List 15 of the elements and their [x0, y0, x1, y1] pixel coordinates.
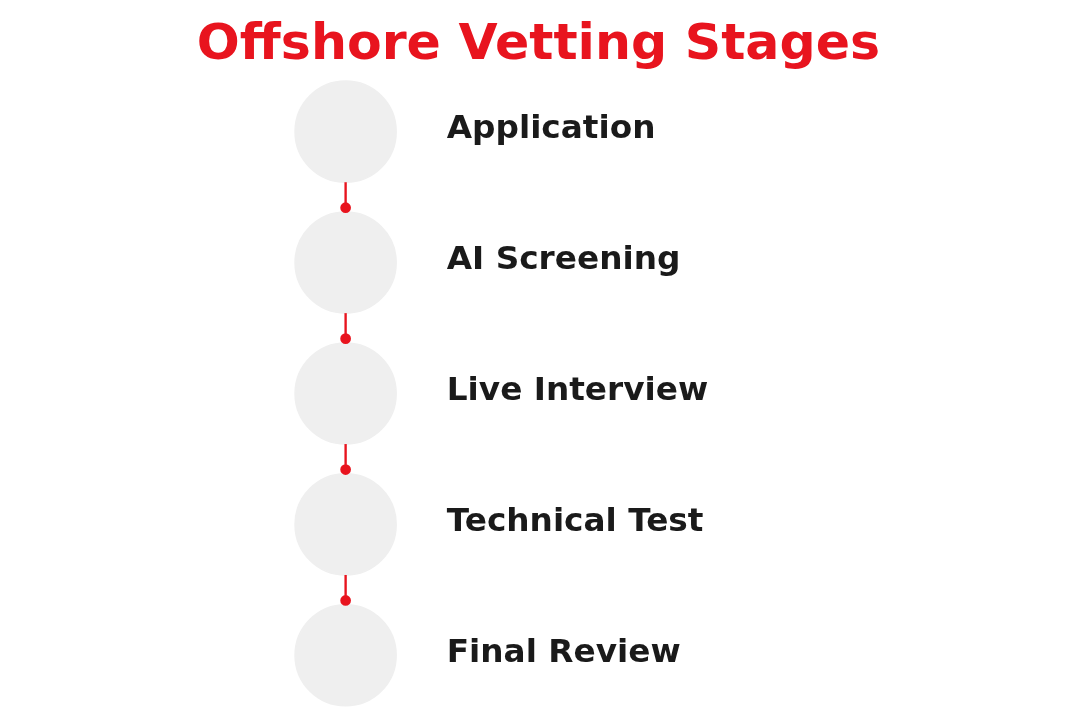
node-circle	[293, 80, 397, 183]
connector	[339, 574, 351, 606]
node-circle	[293, 473, 397, 576]
node-label: Final Review	[446, 632, 681, 671]
node-circle	[293, 342, 397, 445]
connector	[339, 444, 351, 475]
node-label: Application	[446, 108, 655, 147]
diagram-title: Offshore Vetting Stages	[196, 12, 880, 72]
connector	[339, 182, 351, 214]
connector	[339, 313, 351, 344]
node-label: Technical Test	[446, 501, 703, 540]
node-circle	[293, 211, 397, 314]
node-circle	[293, 603, 397, 707]
node-label: Live Interview	[446, 370, 708, 409]
node-label: AI Screening	[446, 239, 680, 278]
